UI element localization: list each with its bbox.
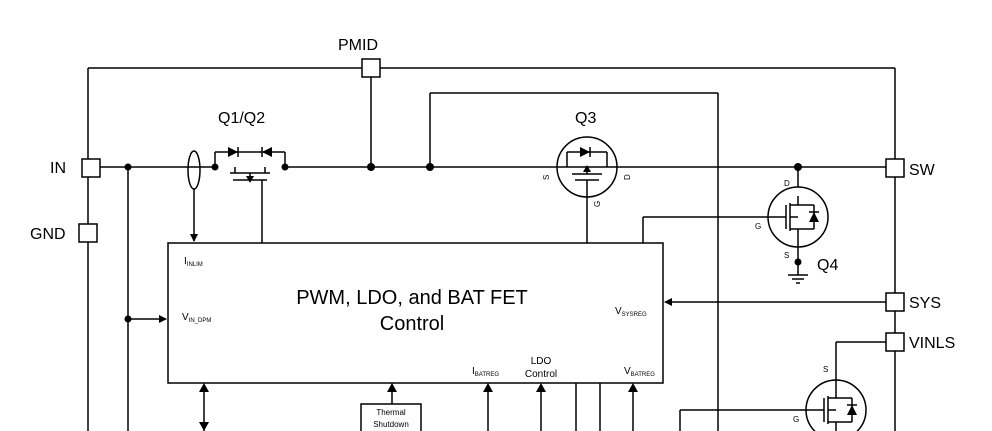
q4-transistor: D G S Q4 (642, 167, 838, 284)
current-sense (187, 150, 201, 242)
vbatreg-label: VBATREG (624, 366, 655, 378)
q3-label: Q3 (575, 110, 596, 127)
control-block: PWM, LDO, and BAT FET Control IINLIM VIN… (167, 242, 664, 384)
q3-d-label: D (623, 174, 632, 180)
vinls-pin: VINLS (835, 332, 955, 379)
sys-label: SYS (909, 295, 941, 312)
thermal-line2: Shutdown (373, 420, 409, 429)
q5-g-label: G (793, 415, 799, 424)
control-title-line1: PWM, LDO, and BAT FET (296, 287, 528, 309)
ibatreg-label: IBATREG (472, 366, 499, 378)
sw-label: SW (909, 162, 936, 179)
q4-d-label: D (784, 179, 790, 188)
q1q2-label: Q1/Q2 (218, 110, 265, 127)
q5-s-label: S (823, 365, 828, 374)
outer-frame (87, 67, 896, 431)
q3-s-label: S (542, 175, 551, 180)
inlim-label: IINLIM (184, 256, 203, 268)
in-bus (100, 92, 887, 431)
in-pin: IN (50, 158, 101, 178)
q3-g-label: G (593, 201, 602, 207)
q3-transistor: Q3 S D G (542, 110, 632, 243)
sys-pin: SYS (664, 292, 941, 312)
q5-transistor: S G (679, 365, 867, 431)
thermal-line1: Thermal (376, 408, 406, 417)
vindpm-label: VIN_DPM (182, 312, 211, 324)
q4-label: Q4 (817, 257, 838, 274)
pmid-label: PMID (338, 37, 378, 54)
bottom-connections (199, 383, 638, 431)
in-label: IN (50, 160, 66, 177)
q4-g-label: G (755, 222, 761, 231)
q1q2-transistor: Q1/Q2 (211, 110, 289, 243)
vsysreg-label: VSYSREG (615, 306, 647, 318)
vinls-label: VINLS (909, 335, 955, 352)
sw-pin: SW (794, 158, 936, 179)
gnd-label: GND (30, 226, 66, 243)
pmid-pin: PMID (338, 37, 381, 171)
control-title-line2: Control (380, 313, 444, 335)
q4-s-label: S (784, 251, 789, 260)
thermal-shutdown-block: Thermal Shutdown (360, 403, 422, 431)
ldo-control-line1: LDO (531, 356, 552, 367)
ldo-control-line2: Control (525, 369, 557, 380)
gnd-pin: GND (30, 223, 98, 243)
